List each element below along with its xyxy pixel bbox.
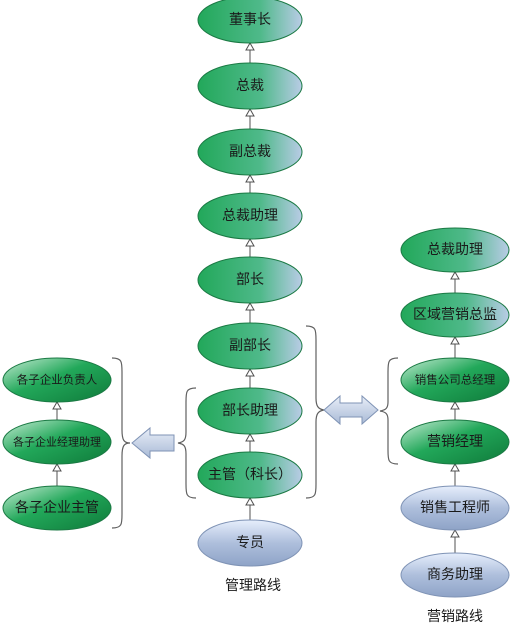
marketing-node-label: 商务助理 xyxy=(427,567,483,583)
management-node-label: 董事长 xyxy=(229,12,271,28)
marketing-caption: 营销路线 xyxy=(427,609,483,625)
marketing-node-label: 总裁助理 xyxy=(427,242,483,258)
marketing-node-label: 销售公司总经理 xyxy=(415,373,496,387)
management-node-shape xyxy=(197,451,303,499)
management-node: 副部长 xyxy=(197,322,303,370)
left-bracket-marketing xyxy=(379,357,399,465)
connectors xyxy=(52,41,460,553)
management-connector-3-arrowhead xyxy=(245,173,255,183)
marketing-node: 商务助理 xyxy=(400,552,510,598)
management-connector-8-arrowhead xyxy=(245,496,255,506)
subsidiary-connector-1-arrowhead xyxy=(52,400,62,410)
marketing-node: 销售工程师 xyxy=(400,485,510,531)
management-node: 专员 xyxy=(197,519,303,567)
right-bracket-management xyxy=(305,325,325,499)
management-node-shape xyxy=(197,519,303,567)
marketing-node-shape xyxy=(400,292,510,338)
management-connector-2-arrowhead xyxy=(245,107,255,117)
left-transfer-arrow xyxy=(131,426,175,460)
marketing-connector-4-arrowhead xyxy=(450,462,460,472)
management-node: 主管（科长） xyxy=(197,451,303,499)
marketing-node-shape xyxy=(400,419,510,465)
management-connector-4-arrowhead xyxy=(245,237,255,247)
management-connector-1-arrowhead xyxy=(245,41,255,51)
management-node-label: 副部长 xyxy=(229,338,271,354)
marketing-node-label: 营销经理 xyxy=(427,434,483,450)
subsidiary-node: 各子企业负责人 xyxy=(2,357,112,403)
marketing-node-shape xyxy=(400,357,510,403)
bidirectional-arrow xyxy=(323,394,379,426)
management-node: 董事长 xyxy=(197,0,303,44)
marketing-connector-3-arrowhead xyxy=(450,400,460,410)
marketing-node: 销售公司总经理 xyxy=(400,357,510,403)
subsidiary-node-shape xyxy=(2,485,112,531)
management-node-shape xyxy=(197,192,303,240)
marketing-connector-5-arrowhead xyxy=(450,528,460,538)
subsidiary-node-shape xyxy=(2,419,112,465)
management-connector-6-arrowhead xyxy=(245,367,255,377)
subsidiary-node-label: 各子企业主管 xyxy=(15,499,99,516)
management-node-label: 部长助理 xyxy=(222,403,278,419)
management-node-shape xyxy=(197,322,303,370)
management-node-label: 部长 xyxy=(236,272,264,288)
marketing-connector-1-arrowhead xyxy=(450,270,460,280)
subsidiary-node-label: 各子企业负责人 xyxy=(17,373,98,387)
management-node-shape xyxy=(197,62,303,110)
management-node: 副总裁 xyxy=(197,128,303,176)
transfer-arrows xyxy=(131,394,379,460)
management-node: 总裁助理 xyxy=(197,192,303,240)
management-node-shape xyxy=(197,128,303,176)
management-node-label: 副总裁 xyxy=(229,144,271,160)
marketing-node: 营销经理 xyxy=(400,419,510,465)
marketing-node-shape xyxy=(400,552,510,598)
marketing-node: 区域营销总监 xyxy=(400,292,510,338)
marketing-node-label: 销售工程师 xyxy=(420,500,490,516)
management-node: 部长助理 xyxy=(197,387,303,435)
subsidiary-node: 各子企业主管 xyxy=(2,485,112,531)
subsidiary-node-label: 各子企业经理助理 xyxy=(13,435,101,449)
management-node-shape xyxy=(197,387,303,435)
subsidiary-node-shape xyxy=(2,357,112,403)
management-connector-5-arrowhead xyxy=(245,301,255,311)
subsidiary-connector-2-arrowhead xyxy=(52,462,62,472)
marketing-node: 总裁助理 xyxy=(400,227,510,273)
management-node-label: 总裁助理 xyxy=(222,208,278,224)
management-node-shape xyxy=(197,256,303,304)
left-bracket-subsidiary xyxy=(111,357,131,529)
management-caption: 管理路线 xyxy=(225,578,281,594)
subsidiary-node: 各子企业经理助理 xyxy=(2,419,112,465)
management-node-label: 总裁 xyxy=(236,78,264,94)
management-node-label: 主管（科长） xyxy=(208,467,292,483)
management-node: 总裁 xyxy=(197,62,303,110)
management-node-label: 专员 xyxy=(236,535,264,551)
marketing-node-label: 区域营销总监 xyxy=(413,307,497,323)
management-node: 部长 xyxy=(197,256,303,304)
management-connector-7-arrowhead xyxy=(245,432,255,442)
marketing-node-shape xyxy=(400,485,510,531)
marketing-node-shape xyxy=(400,227,510,273)
management-node-shape xyxy=(197,0,303,44)
marketing-connector-2-arrowhead xyxy=(450,335,460,345)
left-bracket-management xyxy=(177,387,197,499)
